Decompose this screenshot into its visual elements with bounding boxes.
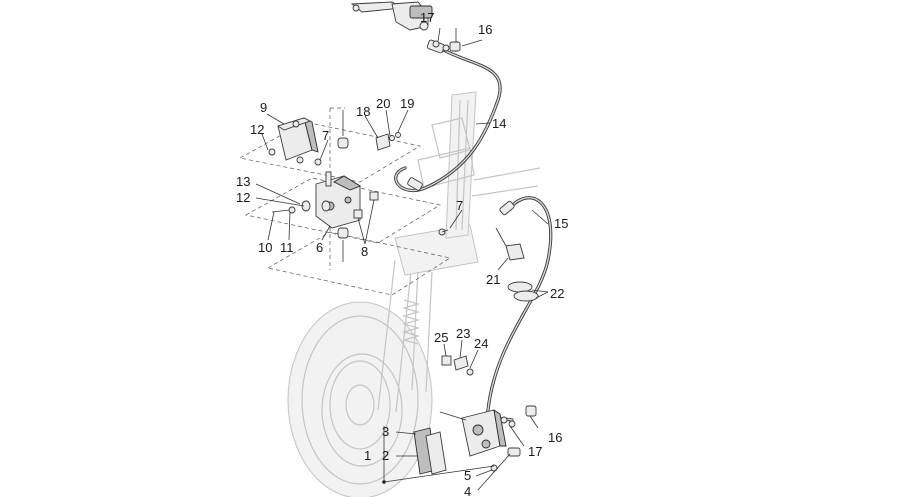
callout-14: 14 — [492, 116, 506, 131]
abs-control-unit — [268, 117, 319, 164]
abs-bracket — [271, 110, 379, 262]
bolt-7-upper — [314, 158, 322, 166]
callout-6: 6 — [316, 240, 323, 255]
callout-18: 18 — [356, 104, 370, 119]
callout-17-top: 17 — [420, 10, 434, 25]
callout-17-bottom: 17 — [528, 444, 542, 459]
callout-1: 1 — [364, 448, 371, 463]
brake-hose-15 — [486, 196, 553, 422]
callout-5: 5 — [464, 468, 471, 483]
callout-15: 15 — [554, 216, 568, 231]
callout-labels: 17 16 14 9 12 7 18 20 19 13 12 10 11 6 8… — [236, 10, 568, 497]
callout-24: 24 — [474, 336, 488, 351]
callout-10: 10 — [258, 240, 272, 255]
banjo-washers-top — [432, 40, 461, 52]
callout-16-bottom: 16 — [548, 430, 562, 445]
scooter-front-ghost — [287, 91, 541, 497]
wheel-speed-sensor-21 — [495, 227, 525, 261]
callout-11: 11 — [280, 240, 294, 255]
callout-3: 3 — [382, 424, 389, 439]
sensor-bracket-23-25 — [441, 355, 474, 376]
callout-23: 23 — [456, 326, 470, 341]
callout-12-top: 12 — [250, 122, 264, 137]
brake-master-cylinder — [350, 1, 433, 31]
callout-16-top: 16 — [478, 22, 492, 37]
callout-2: 2 — [382, 448, 389, 463]
callout-22: 22 — [550, 286, 564, 301]
brake-hose-14 — [394, 39, 502, 192]
bracket-18 — [375, 132, 401, 151]
callout-4: 4 — [464, 484, 471, 497]
callout-7-upper: 7 — [322, 128, 329, 143]
callout-7-lower: 7 — [456, 198, 463, 213]
callout-13: 13 — [236, 174, 250, 189]
leader-lines — [255, 27, 549, 491]
brake-caliper — [413, 405, 537, 475]
callout-20: 20 — [376, 96, 390, 111]
callout-9: 9 — [260, 100, 267, 115]
callout-25: 25 — [434, 330, 448, 345]
callout-19: 19 — [400, 96, 414, 111]
callout-12-bottom: 12 — [236, 190, 250, 205]
callout-8: 8 — [361, 244, 368, 259]
callout-21: 21 — [486, 272, 500, 287]
